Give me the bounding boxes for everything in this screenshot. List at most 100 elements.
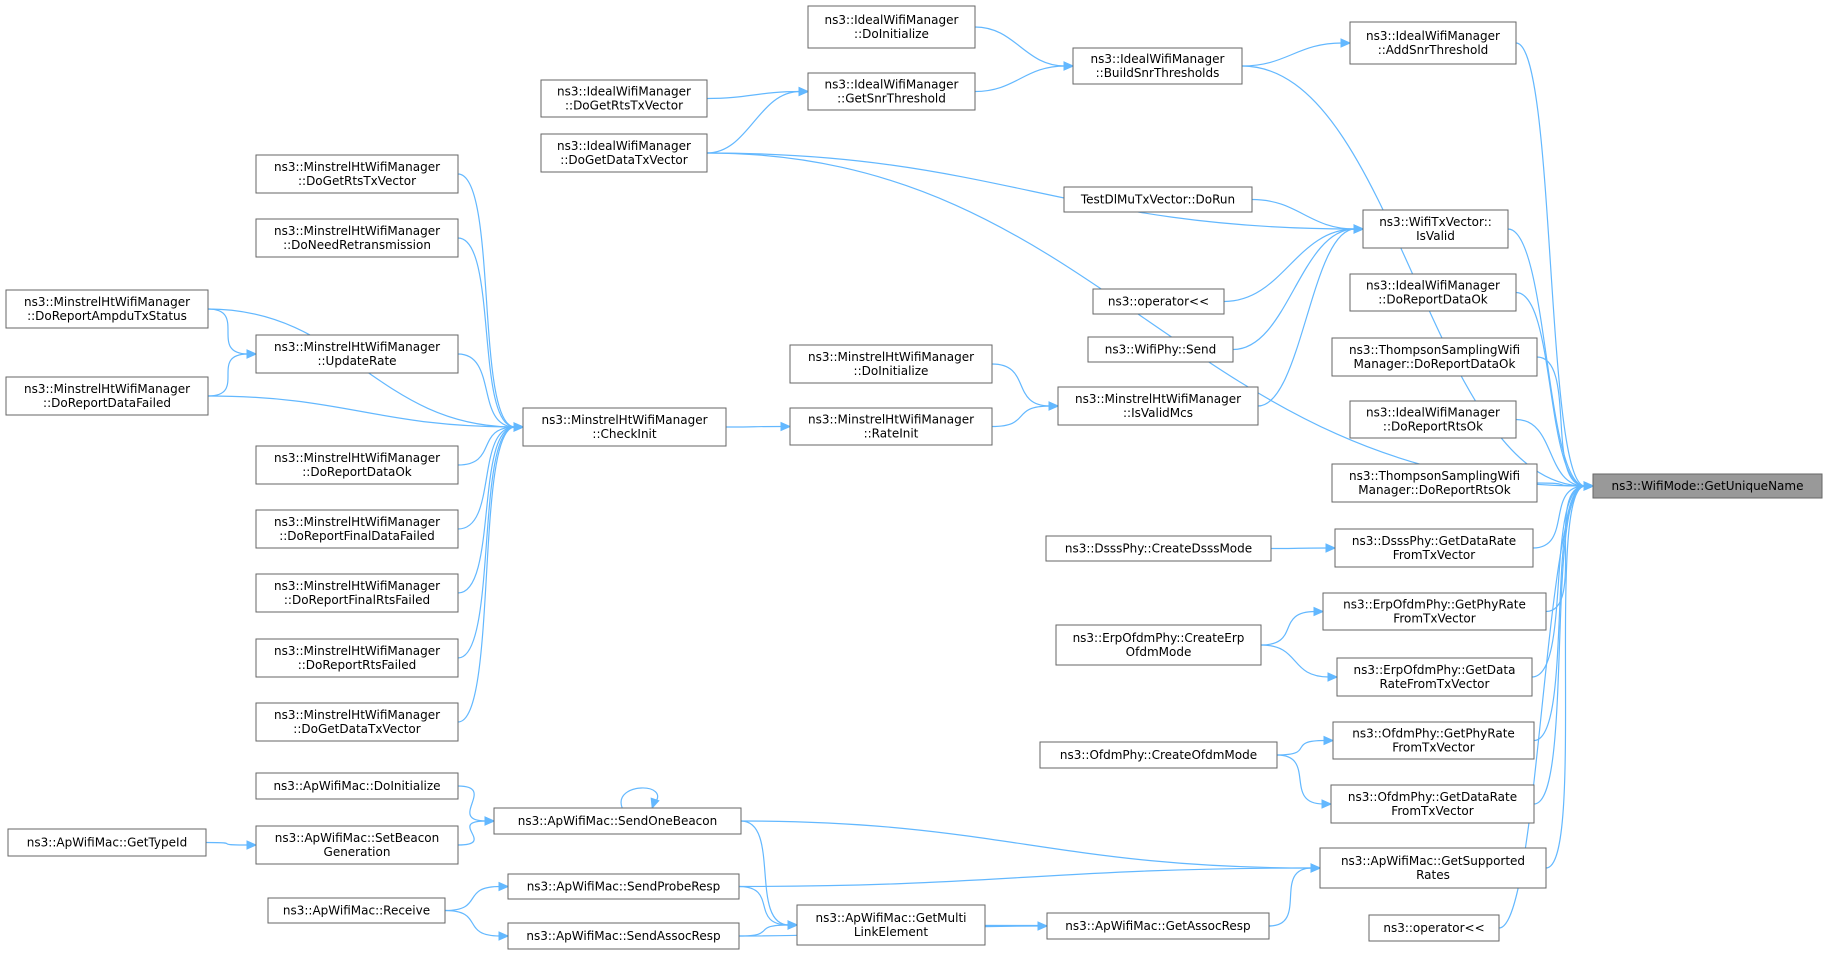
node-mh-init[interactable]: ns3::MinstrelHtWifiManager::DoInitialize xyxy=(789,344,993,384)
node-mh-rts-fail[interactable]: ns3::MinstrelHtWifiManager::DoReportRtsF… xyxy=(255,638,459,678)
edge-op-lt2-to-root xyxy=(1498,481,1595,929)
node-label: ns3::MinstrelHtWifiManager xyxy=(274,515,440,529)
edge-ideal-data-to-is-valid xyxy=(706,152,1365,234)
node-add-snr[interactable]: ns3::IdealWifiManager::AddSnrThreshold xyxy=(1349,21,1517,65)
edge-phy-send-to-is-valid xyxy=(1232,224,1365,351)
node-build-snr[interactable]: ns3::IdealWifiManager::BuildSnrThreshold… xyxy=(1072,47,1243,85)
node-label: TestDlMuTxVector::DoRun xyxy=(1080,193,1235,207)
node-label: ns3::OfdmPhy::CreateOfdmMode xyxy=(1060,748,1257,762)
node-mh-rts[interactable]: ns3::MinstrelHtWifiManager::DoGetRtsTxVe… xyxy=(255,154,459,194)
node-ap-probe[interactable]: ns3::ApWifiMac::SendProbeResp xyxy=(507,873,740,900)
node-is-valid[interactable]: ns3::WifiTxVector::IsValid xyxy=(1362,209,1509,249)
node-label: ns3::MinstrelHtWifiManager xyxy=(24,295,190,309)
node-label: ::AddSnrThreshold xyxy=(1378,43,1489,57)
node-mh-ampdu[interactable]: ns3::MinstrelHtWifiManager::DoReportAmpd… xyxy=(5,289,209,329)
edge-ap-beacon-to-ap-beacon xyxy=(620,787,660,810)
node-label: ns3::IdealWifiManager xyxy=(1366,279,1500,293)
edge-ap-receive-to-ap-probe xyxy=(444,881,510,912)
node-op-lt1[interactable]: ns3::operator<< xyxy=(1092,288,1225,315)
node-ideal-init[interactable]: ns3::IdealWifiManager::DoInitialize xyxy=(807,5,976,49)
node-label: ns3::IdealWifiManager xyxy=(557,85,691,99)
node-rate-init[interactable]: ns3::MinstrelHtWifiManager::RateInit xyxy=(789,407,993,446)
node-mh-update[interactable]: ns3::MinstrelHtWifiManager::UpdateRate xyxy=(255,334,459,374)
node-ideal-data-ok[interactable]: ns3::IdealWifiManager::DoReportDataOk xyxy=(1349,273,1517,312)
edge-ap-set-beacon-to-ap-beacon xyxy=(457,816,496,846)
node-is-valid-mcs[interactable]: ns3::MinstrelHtWifiManager::IsValidMcs xyxy=(1057,386,1259,426)
node-label: ::DoGetRtsTxVector xyxy=(565,99,683,113)
node-label: ns3::DsssPhy::GetDataRate xyxy=(1352,534,1516,548)
edge-ap-beacon-to-ap-supported xyxy=(740,820,1322,873)
node-label: ns3::MinstrelHtWifiManager xyxy=(1075,392,1241,406)
node-label: ns3::IdealWifiManager xyxy=(1366,406,1500,420)
node-phy-send[interactable]: ns3::WifiPhy::Send xyxy=(1087,336,1234,363)
edge-check-init-to-rate-init xyxy=(725,421,792,432)
nodes-layer: ns3::IdealWifiManager::AddSnrThresholdns… xyxy=(5,5,1823,950)
node-label: ns3::ApWifiMac::Receive xyxy=(283,904,430,918)
node-label: ns3::MinstrelHtWifiManager xyxy=(274,644,440,658)
node-label: Manager::DoReportDataOk xyxy=(1354,357,1516,371)
node-label: ns3::ThompsonSamplingWifi xyxy=(1349,469,1520,483)
node-label: Generation xyxy=(324,845,391,859)
node-label: ns3::MinstrelHtWifiManager xyxy=(24,382,190,396)
node-check-init[interactable]: ns3::MinstrelHtWifiManager::CheckInit xyxy=(522,407,727,447)
node-op-lt2[interactable]: ns3::operator<< xyxy=(1368,914,1500,942)
node-label: ::DoGetDataTxVector xyxy=(560,153,687,167)
node-ap-init[interactable]: ns3::ApWifiMac::DoInitialize xyxy=(255,772,459,800)
node-label: ::DoInitialize xyxy=(854,364,929,378)
node-get-snr-th[interactable]: ns3::IdealWifiManager::GetSnrThreshold xyxy=(807,72,976,111)
edge-ts-data-ok-to-root xyxy=(1536,356,1595,491)
node-label: ns3::OfdmPhy::GetPhyRate xyxy=(1352,727,1515,741)
node-mh-data-ok[interactable]: ns3::MinstrelHtWifiManager::DoReportData… xyxy=(255,445,459,485)
node-ts-data-ok[interactable]: ns3::ThompsonSamplingWifiManager::DoRepo… xyxy=(1331,337,1538,377)
node-label: FromTxVector xyxy=(1393,612,1475,626)
node-ofdm-create[interactable]: ns3::OfdmPhy::CreateOfdmMode xyxy=(1039,741,1278,769)
node-label: RateFromTxVector xyxy=(1380,677,1490,691)
node-ap-assoc-send[interactable]: ns3::ApWifiMac::SendAssocResp xyxy=(507,922,740,950)
node-label: Manager::DoReportRtsOk xyxy=(1358,483,1511,497)
node-ap-beacon[interactable]: ns3::ApWifiMac::SendOneBeacon xyxy=(493,807,742,835)
edge-mh-init-to-is-valid-mcs xyxy=(991,363,1060,411)
node-label: ns3::MinstrelHtWifiManager xyxy=(808,350,974,364)
node-label: ns3::MinstrelHtWifiManager xyxy=(274,224,440,238)
node-ap-assoc-resp[interactable]: ns3::ApWifiMac::GetAssocResp xyxy=(1046,912,1270,940)
node-label: ns3::DsssPhy::CreateDsssMode xyxy=(1065,542,1252,556)
edge-add-snr-to-root xyxy=(1515,42,1595,491)
node-mh-final-data[interactable]: ns3::MinstrelHtWifiManager::DoReportFina… xyxy=(255,509,459,549)
node-label: ns3::ErpOfdmPhy::GetData xyxy=(1354,663,1516,677)
node-mh-retx[interactable]: ns3::MinstrelHtWifiManager::DoNeedRetran… xyxy=(255,218,459,258)
edge-dsss-create-to-dsss-rate xyxy=(1270,543,1337,553)
node-dsss-create[interactable]: ns3::DsssPhy::CreateDsssMode xyxy=(1045,535,1272,562)
node-label: ns3::ErpOfdmPhy::GetPhyRate xyxy=(1343,598,1526,612)
edge-ofdm-create-to-ofdm-phy-rate xyxy=(1276,735,1335,756)
node-label: ::DoReportFinalRtsFailed xyxy=(284,593,430,607)
node-ideal-rts[interactable]: ns3::IdealWifiManager::DoGetRtsTxVector xyxy=(540,79,708,118)
node-label: ns3::IdealWifiManager xyxy=(825,78,959,92)
node-label: ::DoInitialize xyxy=(854,27,929,41)
node-label: ns3::MinstrelHtWifiManager xyxy=(541,413,707,427)
node-label: ns3::MinstrelHtWifiManager xyxy=(274,340,440,354)
root-node-get-unique-name[interactable]: ns3::WifiMode::GetUniqueName xyxy=(1592,473,1823,499)
node-mh-final-rts[interactable]: ns3::MinstrelHtWifiManager::DoReportFina… xyxy=(255,573,459,613)
node-label: FromTxVector xyxy=(1391,804,1473,818)
node-ideal-rts-ok[interactable]: ns3::IdealWifiManager::DoReportRtsOk xyxy=(1349,400,1517,439)
node-ap-receive[interactable]: ns3::ApWifiMac::Receive xyxy=(267,897,446,924)
node-mh-data-fail[interactable]: ns3::MinstrelHtWifiManager::DoReportData… xyxy=(5,376,209,416)
node-ap-type-id[interactable]: ns3::ApWifiMac::GetTypeId xyxy=(7,828,207,857)
node-label: ns3::ThompsonSamplingWifi xyxy=(1349,343,1520,357)
node-test-dl[interactable]: TestDlMuTxVector::DoRun xyxy=(1063,186,1253,213)
node-ideal-data[interactable]: ns3::IdealWifiManager::DoGetDataTxVector xyxy=(540,133,708,173)
node-label: ::DoReportDataOk xyxy=(302,465,412,479)
node-label: ns3::ApWifiMac::DoInitialize xyxy=(273,779,440,793)
node-ts-rts-ok[interactable]: ns3::ThompsonSamplingWifiManager::DoRepo… xyxy=(1331,463,1538,503)
node-mh-data-tx[interactable]: ns3::MinstrelHtWifiManager::DoGetDataTxV… xyxy=(255,702,459,742)
